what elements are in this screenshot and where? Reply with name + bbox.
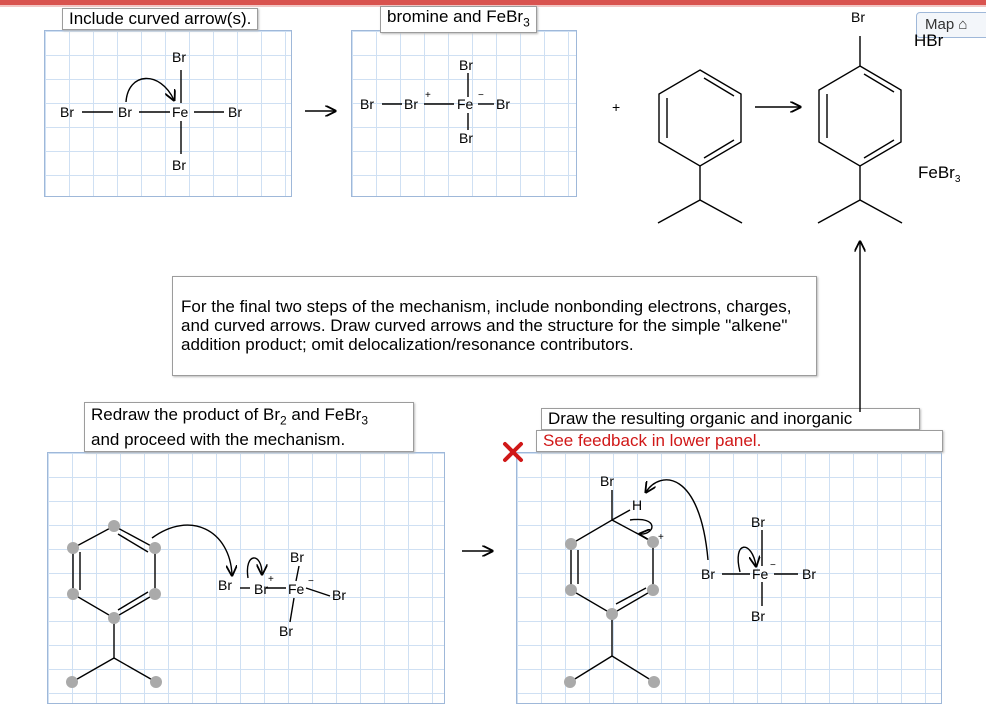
svg-text:Br: Br — [851, 9, 865, 25]
svg-text:Br: Br — [751, 514, 765, 530]
svg-text:Br: Br — [802, 566, 816, 582]
svg-text:H: H — [632, 497, 642, 513]
svg-text:Br: Br — [496, 96, 510, 112]
svg-text:+: + — [612, 99, 620, 115]
svg-text:Br: Br — [459, 130, 473, 146]
svg-text:Br: Br — [172, 49, 186, 65]
svg-text:+: + — [425, 90, 431, 101]
svg-text:Fe: Fe — [457, 96, 474, 112]
svg-text:Br: Br — [218, 577, 232, 593]
svg-text:Br: Br — [600, 473, 614, 489]
svg-text:Br: Br — [459, 57, 473, 73]
svg-text:Br: Br — [279, 623, 293, 639]
svg-text:Br: Br — [172, 157, 186, 173]
svg-text:Br: Br — [290, 549, 304, 565]
svg-text:Br: Br — [701, 566, 715, 582]
svg-text:Br: Br — [228, 104, 242, 120]
drawing-canvas-top-middle[interactable] — [351, 30, 577, 197]
svg-text:Br: Br — [360, 96, 374, 112]
svg-text:+: + — [268, 574, 274, 585]
map-button[interactable]: Map ⌂ — [916, 12, 986, 38]
svg-text:Fe: Fe — [172, 104, 189, 120]
prompt-include-arrows: Include curved arrow(s). — [62, 8, 259, 30]
svg-text:+: + — [658, 532, 664, 543]
feedback-message: See feedback in lower panel. — [536, 430, 943, 452]
svg-text:Br: Br — [60, 104, 74, 120]
svg-text:Br: Br — [751, 608, 765, 624]
prompt-bromine-febr3: bromine and FeBr3 — [380, 6, 537, 34]
svg-text:Br: Br — [332, 587, 346, 603]
drawing-canvas-bottom-left[interactable] — [47, 452, 445, 704]
svg-text:Fe: Fe — [752, 566, 769, 582]
svg-text:HBr: HBr — [914, 31, 944, 50]
top-accent-bar — [0, 0, 986, 5]
drawing-canvas-top-left[interactable] — [44, 30, 292, 197]
map-icon: ⌂ — [958, 16, 968, 33]
prompt-redraw-product: Redraw the product of Br2 and FeBr3 and … — [84, 402, 414, 452]
error-icon — [503, 442, 523, 462]
svg-text:−: − — [770, 560, 776, 571]
drawing-canvas-bottom-right[interactable] — [516, 452, 942, 704]
svg-text:FeBr3: FeBr3 — [918, 163, 961, 185]
svg-text:Br: Br — [118, 104, 132, 120]
prompt-draw-resulting: Draw the resulting organic and inorganic — [541, 408, 920, 430]
svg-text:Br: Br — [404, 96, 418, 112]
svg-text:Br: Br — [254, 581, 268, 597]
svg-text:Fe: Fe — [288, 581, 305, 597]
svg-text:−: − — [478, 90, 484, 101]
svg-text:−: − — [308, 576, 314, 587]
instructions-box: For the final two steps of the mechanism… — [172, 276, 817, 376]
